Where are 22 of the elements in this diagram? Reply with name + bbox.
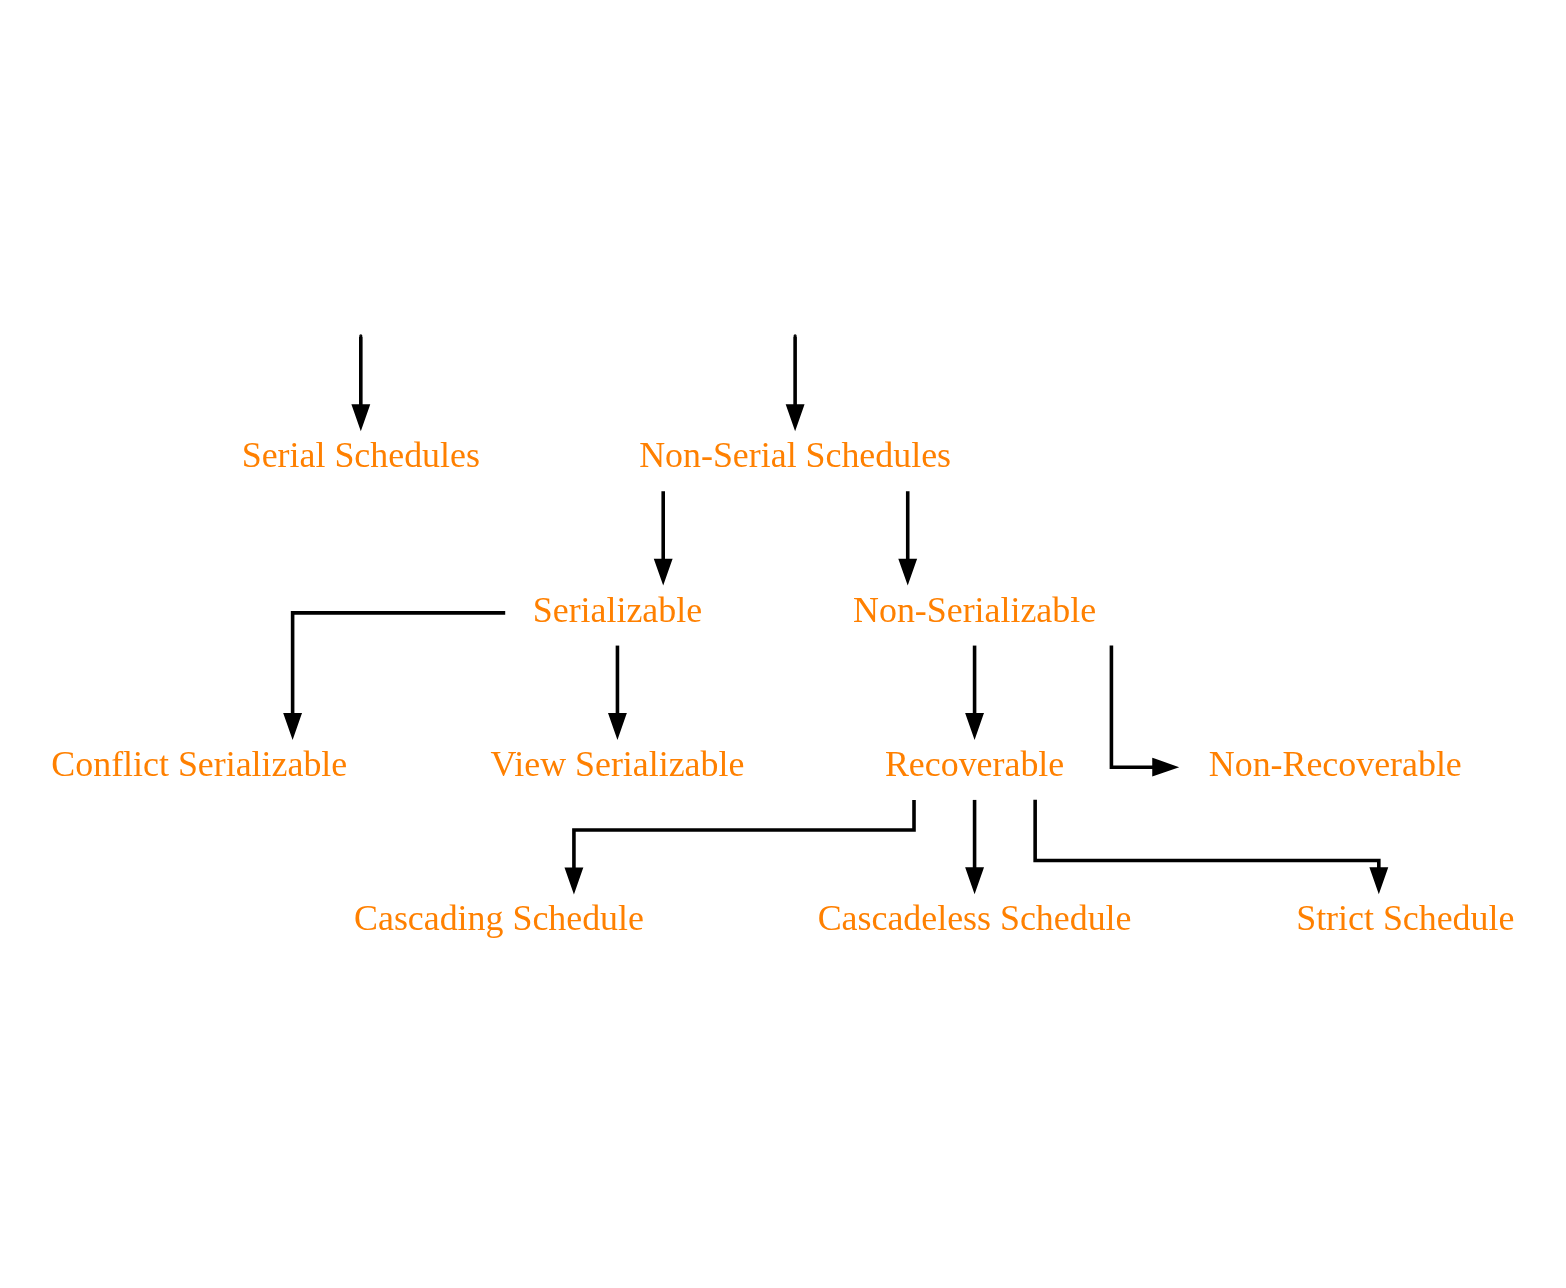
node-text: View Serializable (490, 743, 745, 784)
arrow (965, 799, 985, 894)
node-text: Strict Schedule (1296, 897, 1515, 938)
arrow (785, 336, 805, 431)
arrow (283, 610, 506, 740)
arrow (351, 336, 371, 431)
arrow (608, 645, 627, 740)
node-text: Serializable (532, 589, 703, 630)
node-text: Serial Schedules (241, 434, 480, 475)
arrow (564, 799, 916, 894)
arrow (965, 645, 985, 740)
node-text: Non-Recoverable (1208, 743, 1462, 784)
arrow (898, 490, 918, 586)
arrow (653, 490, 673, 586)
node-text: Recoverable (884, 743, 1065, 784)
node-text: Non-Serial Schedules (639, 434, 952, 475)
arrow (1033, 799, 1389, 894)
arrow (1109, 645, 1180, 777)
node-text: Conflict Serializable (51, 743, 348, 784)
node-text: Cascading Schedule (354, 897, 644, 938)
node-text: Cascadeless Schedule (817, 897, 1132, 938)
node-text: Non-Serializable (853, 589, 1097, 630)
